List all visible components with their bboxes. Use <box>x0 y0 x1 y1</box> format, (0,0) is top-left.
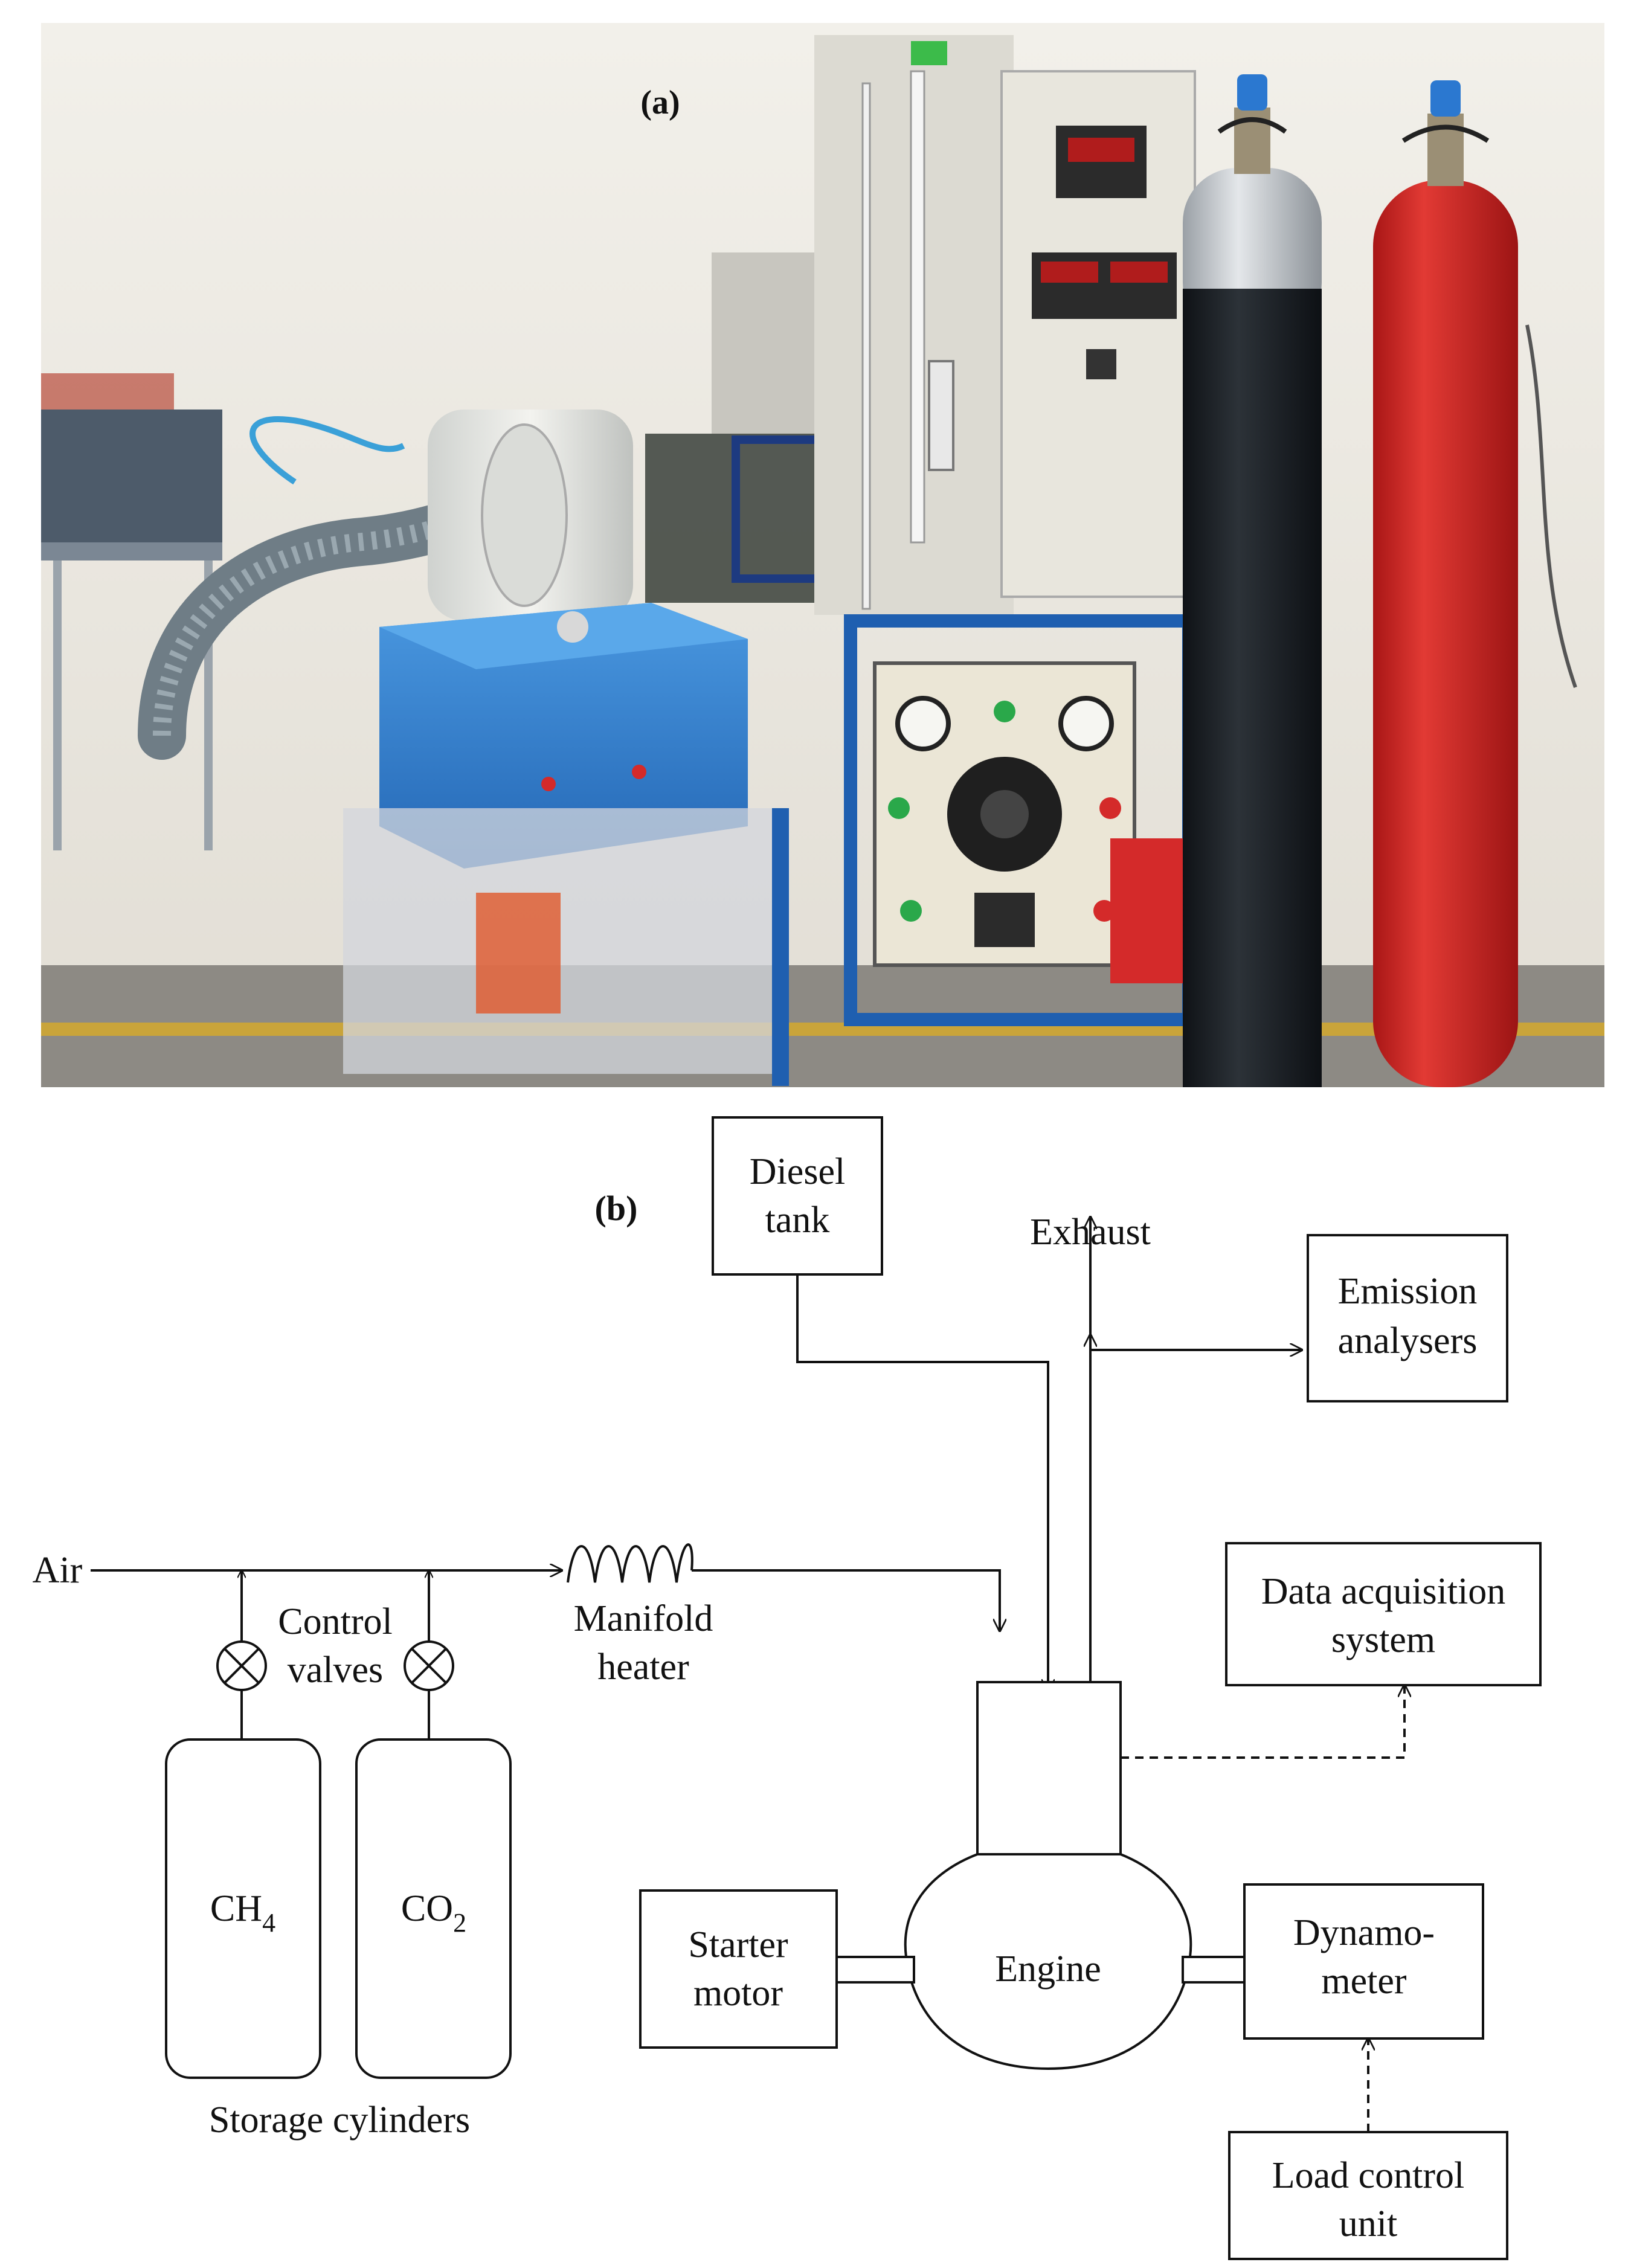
data-acquisition-label-1: Data acquisition <box>1261 1571 1506 1612</box>
diesel-line <box>796 1274 1048 1691</box>
starter-motor-label-2: motor <box>693 1973 783 2014</box>
diesel-tank-label-2: tank <box>765 1200 830 1241</box>
dynamometer-label-2: meter <box>1321 1961 1406 2002</box>
black-cylinder <box>1183 74 1322 1087</box>
co2-cylinder <box>355 1738 512 2079</box>
load-control-label-1: Load control <box>1272 2155 1465 2196</box>
red-cylinder <box>1373 80 1518 1087</box>
air-label: Air <box>33 1550 83 1591</box>
control-valves-label-2: valves <box>288 1650 383 1691</box>
starter-shaft <box>835 1956 915 1984</box>
exhaust-label: Exhaust <box>1030 1212 1151 1253</box>
co2-label: CO2 <box>401 1888 466 1938</box>
emission-analysers-box <box>1307 1234 1508 1402</box>
manifold-heater-label-2: heater <box>597 1646 689 1688</box>
storage-cylinders-label: Storage cylinders <box>209 2099 470 2141</box>
engine-head <box>976 1681 1122 1855</box>
engine-label: Engine <box>995 1948 1101 1990</box>
starter-motor-box <box>639 1889 838 2049</box>
diesel-tank-box <box>712 1116 883 1276</box>
data-acquisition-label-2: system <box>1331 1619 1435 1660</box>
steel-tank <box>712 252 814 434</box>
manifold-line <box>692 1569 1000 1631</box>
starter-motor-label-1: Starter <box>688 1924 788 1965</box>
data-acquisition-box <box>1225 1542 1542 1686</box>
left-table <box>41 373 222 850</box>
control-board <box>814 35 1014 615</box>
ch4-label: CH4 <box>210 1888 275 1938</box>
floor-stripe <box>41 1023 1604 1036</box>
blue-box <box>379 603 748 869</box>
schematic-diagram: (b) Diesel tank Exhaust Emission analyse… <box>33 1116 1542 2260</box>
load-control-label-2: unit <box>1339 2203 1397 2244</box>
panel-a-label: (a) <box>640 84 680 121</box>
diesel-tank-label-1: Diesel <box>750 1151 845 1192</box>
variac-panel <box>873 661 1136 967</box>
emission-label-2: analysers <box>1338 1320 1478 1361</box>
setup-photograph: (a) <box>41 23 1604 1087</box>
meter-cabinet <box>1000 70 1196 598</box>
dynamometer-shaft <box>1182 1956 1246 1984</box>
panel-b-label: (b) <box>595 1189 638 1228</box>
emission-label-1: Emission <box>1338 1271 1478 1312</box>
blue-tubing <box>249 416 405 485</box>
manifold-heater-coil <box>567 1543 693 1583</box>
wrapped-stand <box>343 808 784 1074</box>
ch4-cylinder <box>165 1738 321 2079</box>
manifold-heater-label-1: Manifold <box>574 1598 713 1639</box>
dynamometer-label-1: Dynamo- <box>1293 1912 1435 1953</box>
engine-body <box>904 1853 1192 2070</box>
data-signal-line <box>1121 1685 1404 1759</box>
control-valves-label-1: Control <box>278 1601 392 1642</box>
